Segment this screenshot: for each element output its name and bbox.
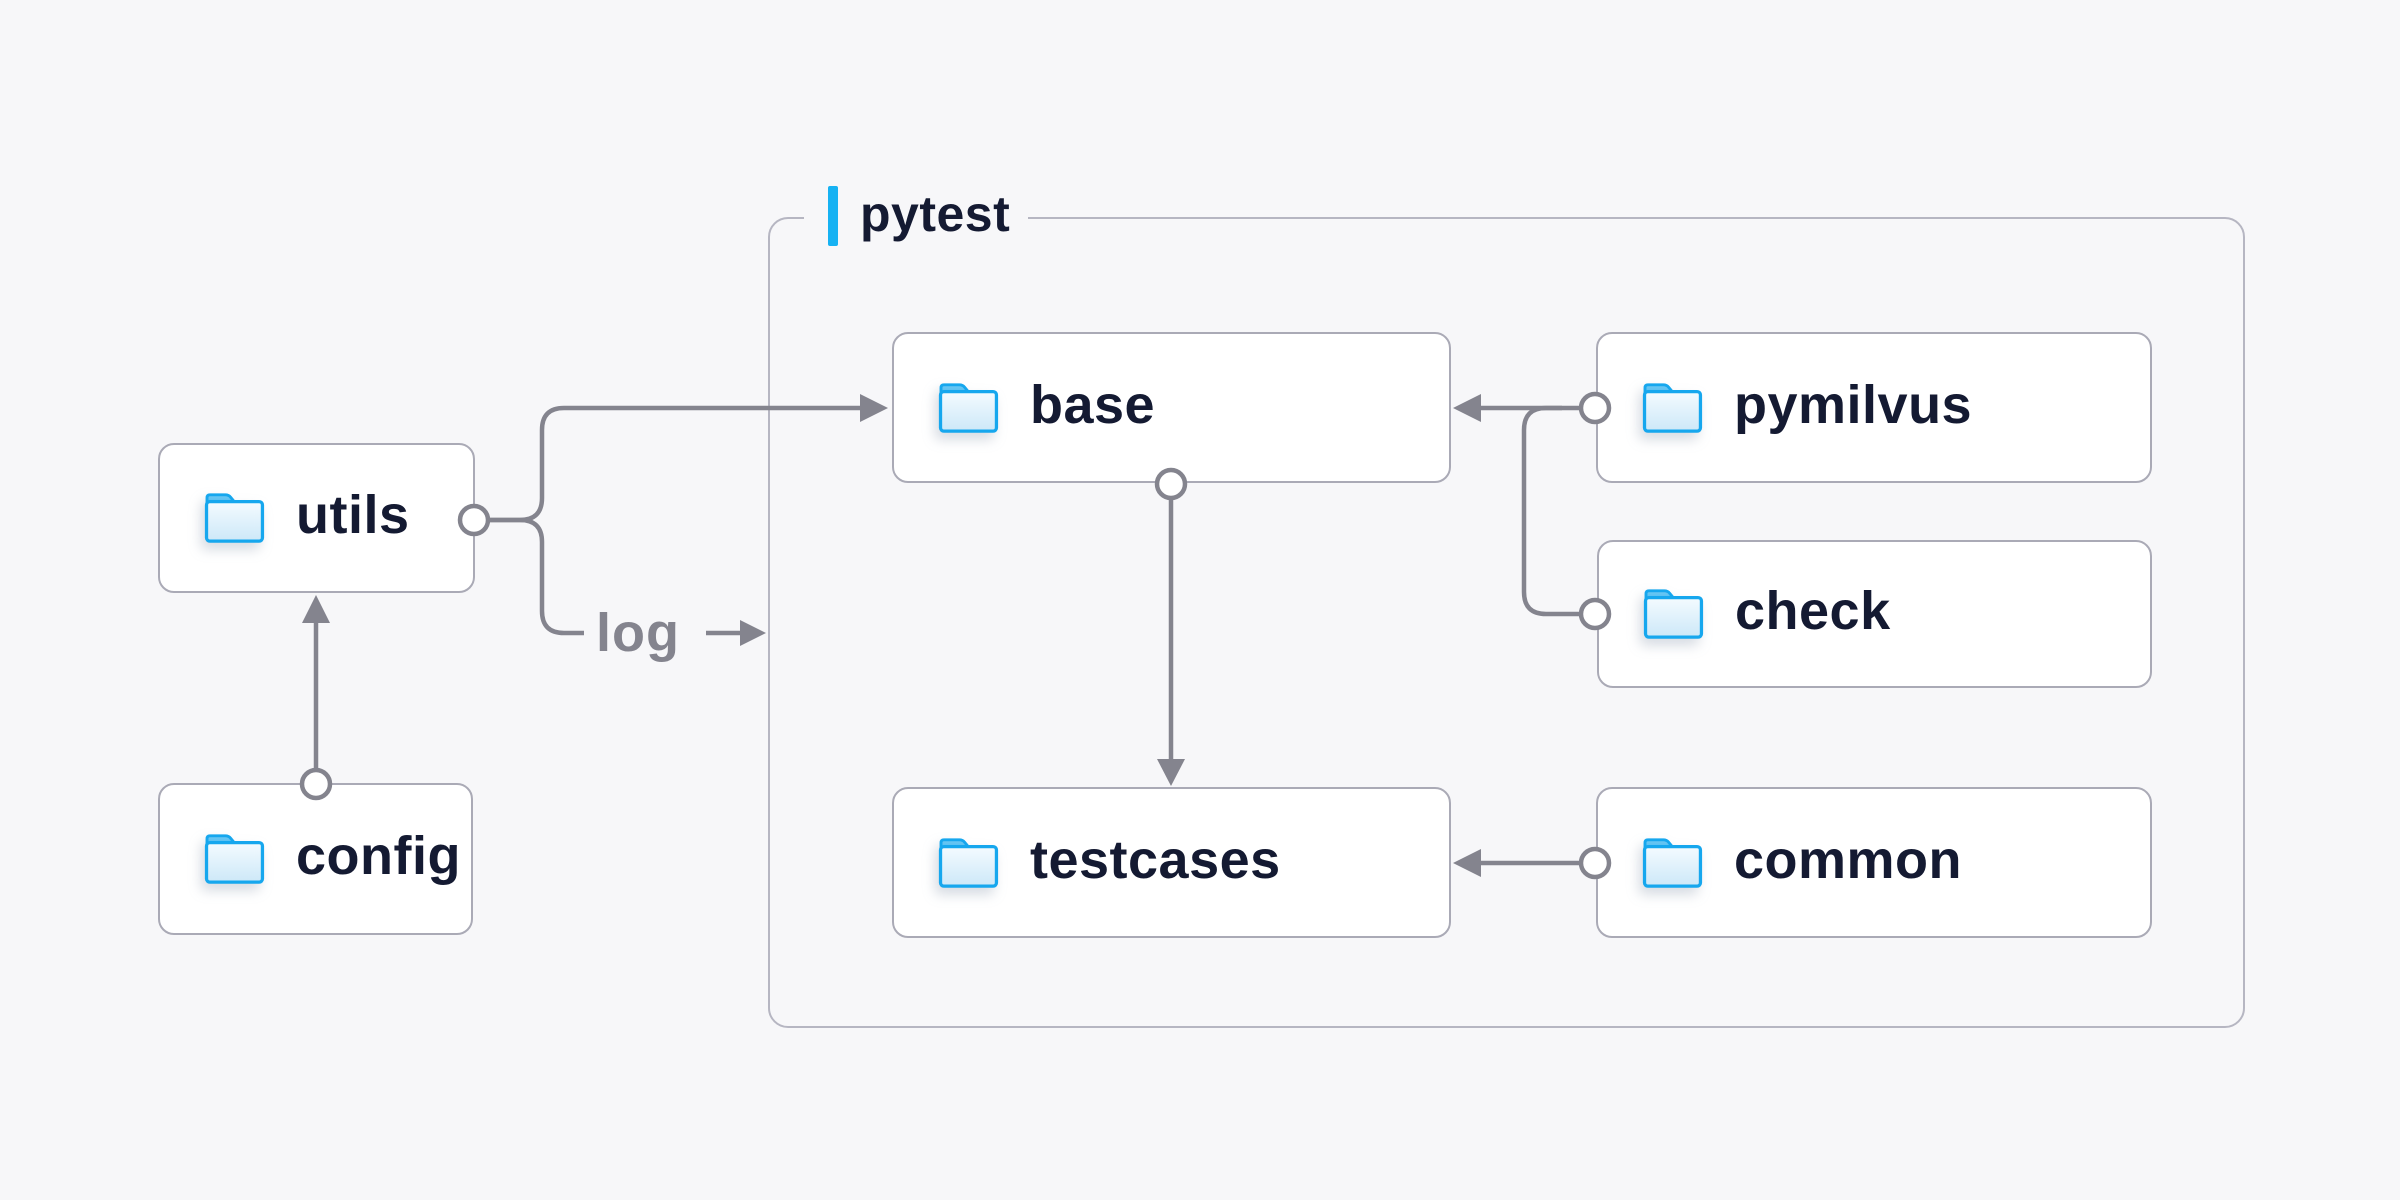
folder-icon (1641, 587, 1705, 641)
edge-label-log: log (596, 603, 680, 663)
edge-config-to-utils (299, 595, 333, 801)
node-label: testcases (1030, 829, 1281, 890)
folder-icon (936, 836, 1000, 890)
node-testcases[interactable]: testcases (892, 787, 1451, 938)
node-label: pymilvus (1734, 374, 1973, 435)
node-config[interactable]: config (158, 783, 473, 935)
node-label: config (296, 826, 461, 886)
node-check[interactable]: check (1597, 540, 2152, 688)
node-common[interactable]: common (1596, 787, 2152, 938)
node-base[interactable]: base (892, 332, 1451, 483)
accent-bar-icon (828, 186, 838, 246)
pytest-group-label: pytest (804, 183, 1029, 249)
node-label: common (1734, 829, 1963, 890)
node-label: base (1030, 374, 1156, 435)
folder-icon (1640, 381, 1704, 435)
node-label: utils (296, 485, 410, 545)
node-pymilvus[interactable]: pymilvus (1596, 332, 2152, 483)
folder-icon (1640, 836, 1704, 890)
node-label: check (1735, 581, 1891, 641)
node-utils[interactable]: utils (158, 443, 475, 593)
folder-icon (202, 832, 266, 886)
pytest-group-container (768, 217, 2245, 1028)
folder-icon (202, 491, 266, 545)
group-title: pytest (860, 186, 1011, 242)
folder-icon (936, 381, 1000, 435)
